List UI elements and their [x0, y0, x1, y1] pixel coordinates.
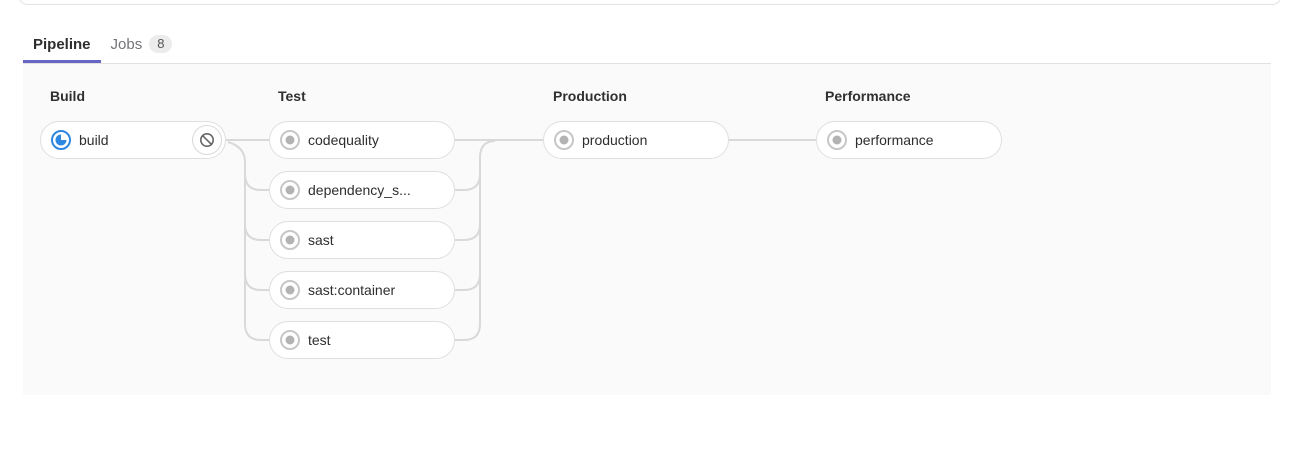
pipeline-summary-card	[18, 0, 1282, 5]
job-pill-sast-container[interactable]: sast:container	[269, 271, 455, 309]
stage-title-build: Build	[50, 88, 85, 104]
pipeline-graph: Build Test Production Performance build …	[23, 64, 1271, 395]
job-label: production	[582, 132, 648, 148]
job-pill-production[interactable]: production	[543, 121, 729, 159]
created-status-icon	[280, 180, 300, 200]
tab-jobs[interactable]: Jobs 8	[101, 29, 183, 63]
job-pill-codequality[interactable]: codequality	[269, 121, 455, 159]
job-label: performance	[855, 132, 934, 148]
stage-title-test: Test	[278, 88, 306, 104]
job-label: build	[79, 132, 109, 148]
job-label: codequality	[308, 132, 379, 148]
pipeline-tab-bar: Pipeline Jobs 8	[23, 29, 1271, 64]
job-pill-sast[interactable]: sast	[269, 221, 455, 259]
created-status-icon	[827, 130, 847, 150]
tab-jobs-label: Jobs	[110, 35, 143, 53]
stage-title-production: Production	[553, 88, 627, 104]
job-label: sast	[308, 232, 334, 248]
created-status-icon	[554, 130, 574, 150]
created-status-icon	[280, 130, 300, 150]
jobs-count-badge: 8	[149, 35, 173, 53]
job-label: dependency_s...	[308, 182, 411, 198]
tab-pipeline-label: Pipeline	[33, 36, 91, 53]
job-pill-build[interactable]: build	[40, 121, 226, 159]
tab-pipeline[interactable]: Pipeline	[23, 30, 101, 63]
pipeline-connector-lines	[226, 139, 816, 341]
running-status-icon	[51, 130, 71, 150]
stage-title-performance: Performance	[825, 88, 911, 104]
created-status-icon	[280, 280, 300, 300]
job-pill-test[interactable]: test	[269, 321, 455, 359]
job-pill-dependency-scanning[interactable]: dependency_s...	[269, 171, 455, 209]
created-status-icon	[280, 330, 300, 350]
cancel-job-button[interactable]	[192, 125, 222, 155]
job-pill-performance[interactable]: performance	[816, 121, 1002, 159]
job-label: sast:container	[308, 282, 396, 298]
created-status-icon	[280, 230, 300, 250]
job-label: test	[308, 332, 331, 348]
ban-icon	[200, 133, 214, 147]
